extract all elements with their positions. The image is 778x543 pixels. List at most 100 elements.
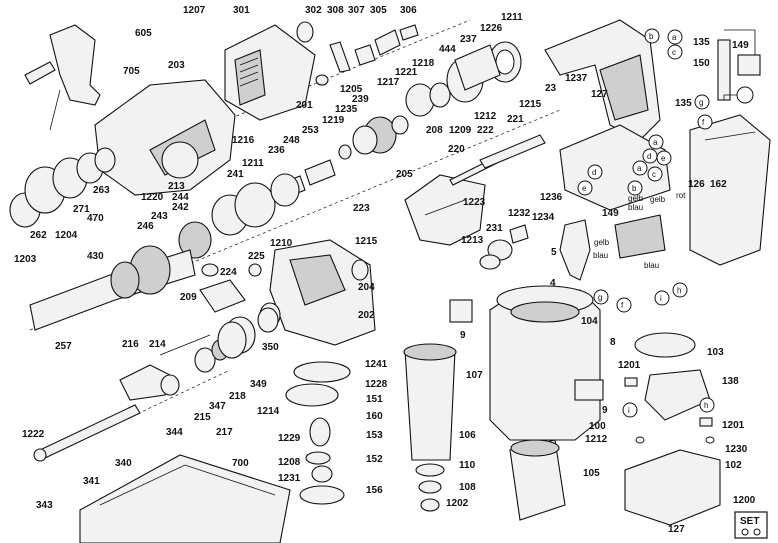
- label-215: 215: [194, 412, 211, 423]
- label-347: 347: [209, 401, 226, 412]
- callout-c-1: c: [672, 48, 676, 57]
- label-225: 225: [248, 251, 265, 262]
- label-1232: 1232: [508, 208, 531, 219]
- label-1212-b: 1212: [585, 434, 608, 445]
- impact-parts: [217, 307, 279, 359]
- label-242: 242: [172, 202, 189, 213]
- label-149-a: 149: [732, 40, 749, 51]
- callout-b-2: b: [632, 184, 637, 193]
- label-1236: 1236: [540, 192, 563, 203]
- label-218: 218: [229, 391, 246, 402]
- label-205: 205: [396, 169, 413, 180]
- label-4: 4: [550, 278, 556, 289]
- chuck-assembly: [9, 147, 116, 228]
- set-badge: SET: [734, 511, 768, 539]
- gear-housing: [94, 79, 236, 196]
- label-106: 106: [459, 430, 476, 441]
- label-221: 221: [507, 114, 524, 125]
- callout-a-2: a: [653, 138, 658, 147]
- label-705: 705: [123, 66, 140, 77]
- label-203: 203: [168, 60, 185, 71]
- label-302: 302: [305, 5, 322, 16]
- label-151: 151: [366, 394, 383, 405]
- brush-ring-assembly: [624, 332, 713, 427]
- label-156: 156: [366, 485, 383, 496]
- label-1228: 1228: [365, 379, 388, 390]
- label-341: 341: [83, 476, 100, 487]
- label-470: 470: [87, 213, 104, 224]
- label-213: 213: [168, 181, 185, 192]
- label-349: 349: [250, 379, 267, 390]
- label-138: 138: [722, 376, 739, 387]
- armature: [403, 343, 457, 512]
- callout-h-1: h: [677, 286, 681, 295]
- label-1209: 1209: [449, 125, 472, 136]
- label-239: 239: [352, 94, 369, 105]
- label-1201-a: 1201: [618, 360, 641, 371]
- label-1213: 1213: [461, 235, 484, 246]
- label-271: 271: [73, 204, 90, 215]
- wire-label-rot: rot: [676, 191, 686, 200]
- label-160: 160: [366, 411, 383, 422]
- callout-a-1: a: [672, 33, 677, 42]
- handle-cover: [404, 174, 486, 246]
- label-236: 236: [268, 145, 285, 156]
- switch-rod: [449, 134, 546, 186]
- label-444: 444: [439, 44, 456, 55]
- callout-d-2: d: [592, 168, 596, 177]
- label-1202: 1202: [446, 498, 469, 509]
- label-263: 263: [93, 185, 110, 196]
- callout-e-2: e: [582, 184, 587, 193]
- label-605: 605: [135, 28, 152, 39]
- label-1234: 1234: [532, 212, 555, 223]
- label-1205: 1205: [340, 84, 363, 95]
- callout-f-1: f: [702, 118, 705, 127]
- wire-label-gelb-3: gelb: [594, 238, 610, 247]
- label-1214: 1214: [257, 406, 280, 417]
- label-216: 216: [122, 339, 139, 350]
- callout-c-2: c: [652, 170, 656, 179]
- label-307: 307: [348, 5, 365, 16]
- gear-box-frame: [269, 239, 376, 346]
- label-1200: 1200: [733, 495, 756, 506]
- bottom-cover: [624, 436, 721, 526]
- label-209: 209: [180, 292, 197, 303]
- label-301: 301: [233, 5, 250, 16]
- label-1235: 1235: [335, 104, 358, 115]
- rear-handle: [544, 19, 661, 141]
- label-214: 214: [149, 339, 166, 350]
- label-340: 340: [115, 458, 132, 469]
- rear-cap: [224, 24, 316, 121]
- label-9-a: 9: [460, 330, 466, 341]
- label-107: 107: [466, 370, 483, 381]
- label-153: 153: [366, 430, 383, 441]
- wire-label-blau-2: blau: [593, 251, 608, 260]
- label-1241: 1241: [365, 359, 388, 370]
- brush-holder-parts: [479, 224, 529, 270]
- label-204: 204: [358, 282, 375, 293]
- label-149-b: 149: [602, 208, 619, 219]
- callout-d-1: d: [647, 152, 651, 161]
- label-1221: 1221: [395, 67, 418, 78]
- wire-label-gelb-1: gelb: [628, 194, 644, 203]
- wiring-schematic: [717, 29, 761, 104]
- label-1215-b: 1215: [355, 236, 378, 247]
- gear-column: [285, 361, 351, 505]
- label-102: 102: [725, 460, 742, 471]
- label-1215-a: 1215: [519, 99, 542, 110]
- label-23: 23: [545, 83, 557, 94]
- label-248: 248: [283, 135, 300, 146]
- label-244: 244: [172, 192, 189, 203]
- label-103: 103: [707, 347, 724, 358]
- label-430: 430: [87, 251, 104, 262]
- label-224: 224: [220, 267, 237, 278]
- label-152: 152: [366, 454, 383, 465]
- wire-label-blau-3: blau: [644, 261, 659, 270]
- callout-a-3: a: [637, 164, 642, 173]
- label-1210: 1210: [270, 238, 293, 249]
- label-306: 306: [400, 5, 417, 16]
- label-253: 253: [302, 125, 319, 136]
- label-1218: 1218: [412, 58, 435, 69]
- callout-e-1: e: [661, 154, 666, 163]
